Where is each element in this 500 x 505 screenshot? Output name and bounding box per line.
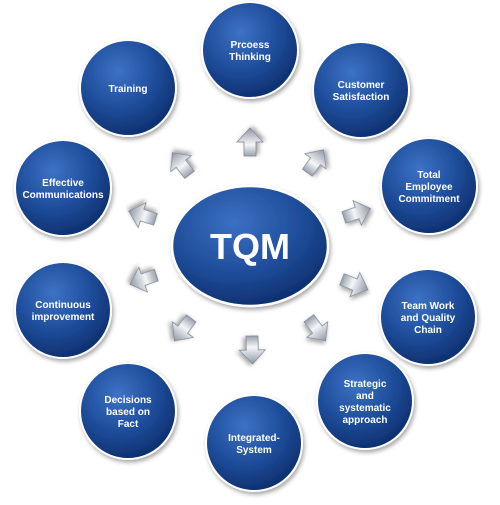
node-label-line: Satisfaction	[333, 92, 390, 103]
node-circle	[14, 139, 112, 237]
arrow-to-continuous-improvement	[129, 266, 159, 293]
node-label-line: Training	[109, 84, 148, 95]
arrow-to-strategic-systematic-approach	[303, 314, 329, 342]
node-label-line: Effective	[42, 178, 84, 189]
node-label-line: based on	[106, 407, 150, 418]
node-label-line: Commitment	[398, 194, 460, 205]
arrow-to-process-thinking	[236, 127, 264, 157]
node-label-line: Decisions	[104, 395, 152, 406]
node-label-line: Customer	[338, 80, 385, 91]
arrows-layer	[128, 127, 371, 365]
node-label-line: Thinking	[229, 52, 271, 63]
node-integrated-system: Integrated-System	[205, 394, 303, 492]
node-circle	[205, 394, 303, 492]
node-label-line: System	[236, 445, 272, 456]
arrow-to-team-work-quality-chain	[339, 271, 369, 298]
node-circle	[79, 362, 177, 460]
node-label-line: Communications	[22, 190, 104, 201]
arrow-to-customer-satisfaction	[301, 149, 327, 177]
node-label-line: Integrated-	[228, 433, 280, 444]
arrow-to-training	[170, 152, 195, 179]
node-label-line: improvement	[32, 312, 95, 323]
node-circle	[14, 261, 112, 359]
node-label-line: Employee	[405, 182, 453, 193]
node-training: Training	[79, 39, 177, 137]
node-circle	[201, 1, 299, 99]
center-node: TQM	[170, 184, 330, 308]
node-circle	[79, 39, 177, 137]
node-label-line: Continuous	[35, 300, 91, 311]
node-label-line: Strategic	[344, 379, 387, 390]
node-label-line: Fact	[118, 419, 139, 430]
arrow-to-effective-communications	[128, 202, 158, 229]
node-label-line: Chain	[414, 325, 442, 336]
node-label-line: Total	[417, 170, 440, 181]
arrow-to-total-employee-commitment	[341, 199, 371, 227]
node-circle	[379, 268, 477, 366]
node-label-line: and	[356, 391, 374, 402]
center-label: TQM	[210, 226, 290, 267]
node-circle	[312, 41, 410, 139]
node-label-line: and Quality	[401, 313, 456, 324]
node-label-line: Prcoess	[231, 40, 270, 51]
node-label-line: Team Work	[402, 301, 455, 312]
arrow-to-integrated-system	[238, 335, 267, 365]
node-circle	[380, 137, 478, 235]
node-label-line: approach	[342, 415, 387, 426]
node-label-line: systematic	[339, 403, 391, 414]
node-circle	[316, 352, 414, 450]
arrow-to-decisions-based-on-fact	[171, 314, 197, 342]
nodes-layer: PrcoessThinkingCustomerSatisfactionTotal…	[14, 1, 478, 492]
